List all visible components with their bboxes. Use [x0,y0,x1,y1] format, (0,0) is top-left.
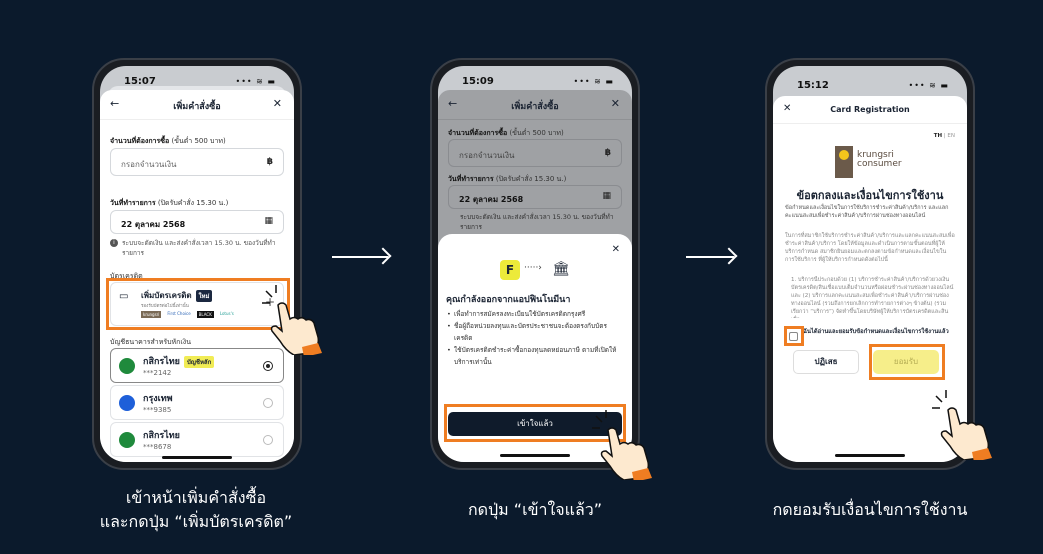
tap-hand-icon [262,285,322,355]
credit-card-icon: ▭ [119,291,129,302]
radio[interactable] [263,435,273,445]
language-switch[interactable]: TH | EN [933,133,955,139]
decline-button[interactable]: ปฏิเสธ [793,350,859,374]
date-input[interactable]: 22 ตุลาคม 2568▦ [110,210,284,234]
status-time: 15:07 [124,76,156,87]
kasikorn-logo-icon [119,358,135,374]
terms-item-1[interactable]: 1. บริการนี้ประกอบด้วย (1) บริการชำระค่า… [791,277,954,318]
next-arrow-icon [686,256,734,258]
date-label: วันที่ทำรายการ (ปิดรับคำสั่ง 15.30 น.) [110,199,229,207]
order-sheet: ← เพิ่มคำสั่งซื้อ ✕ จำนวนที่ต้องการซื้อ … [100,90,294,462]
tap-hand-icon [932,390,992,460]
phone-step-1: 15:07 ••• ≋ ▬ ← เพิ่มคำสั่งซื้อ ✕ จำนวนท… [92,58,302,470]
close-icon[interactable]: ✕ [783,103,792,114]
close-icon[interactable]: ✕ [272,97,282,110]
tap-hand-icon [592,410,652,480]
back-icon[interactable]: ← [110,97,120,110]
home-indicator [162,456,232,459]
screen: 15:09 ••• ≋ ▬ ←เพิ่มคำสั่งซื้อ✕ จำนวนที่… [438,66,632,462]
leave-app-modal: ✕ F ·····› 🏛 คุณกำลังออกจากแอปฟินโนมีนา … [438,234,632,462]
modal-title: คุณกำลังออกจากแอปฟินโนมีนา [446,295,571,305]
consent-checkbox[interactable] [789,332,798,341]
status-icons: ••• ≋ ▬ [573,77,614,86]
terms-paragraph: ในการที่สมาชิกใช้บริการชำระค่าสินค้า/บริ… [785,233,955,263]
baht-icon: ฿ [266,157,273,167]
radio[interactable] [263,398,273,408]
bank-account-item[interactable]: กรุงเทพ ***9385 [110,385,284,420]
status-time: 15:12 [797,80,829,91]
understand-button[interactable]: เข้าใจแล้ว [448,412,622,436]
amount-input[interactable]: กรอกจำนวนเงิน฿ [110,148,284,176]
new-badge: ใหม่ [195,289,213,302]
amount-label: จำนวนที่ต้องการซื้อ (ขั้นต่ำ 500 บาท) [110,137,226,145]
status-time: 15:09 [462,76,494,87]
phone-step-2: 15:09 ••• ≋ ▬ ←เพิ่มคำสั่งซื้อ✕ จำนวนที่… [430,58,640,470]
screen: 15:12 ••• ≋ ▬ ✕ Card Registration TH | E… [773,66,967,462]
terms-title: ข้อตกลงและเงื่อนไขการใช้งาน [796,189,944,202]
card-brands: krungsri First Choice BLACK Lotus's [141,311,234,318]
caption-step-1: เข้าหน้าเพิ่มคำสั่งซื้อและกดปุ่ม “เพิ่มบ… [99,488,293,531]
finnomena-logo-icon: F [500,260,520,280]
page-title: เพิ่มคำสั่งซื้อ [173,102,221,112]
add-credit-card-button[interactable]: ▭ เพิ่มบัตรเครดิตใหม่ รองรับบัตรต่อไปนี้… [110,282,284,326]
calendar-icon: ▦ [264,216,273,226]
bank-building-icon: 🏛 [552,261,570,277]
modal-bullets: เพื่อทำการสมัครลงทะเบียนใช้บัตรเครดิตกรุ… [446,308,624,368]
main-account-badge: บัญชีหลัก [183,355,215,368]
bank-account-item[interactable]: กสิกรไทยบัญชีหลัก ***2142 [110,348,284,383]
caption-step-3: กดยอมรับเงื่อนไขการใช้งาน [772,500,968,519]
terms-subtitle: ข้อกำหนดและเงื่อนไขในการใช้บริการชำระค่า… [785,205,949,219]
info-icon: i [110,239,118,247]
status-icons: ••• ≋ ▬ [908,81,949,90]
bank-account-item[interactable]: กสิกรไทย ***8678 [110,422,284,457]
consent-label: ฉันได้อ่านและยอมรับข้อกำหนดและเงื่อนไขกา… [803,329,949,335]
radio-selected[interactable] [263,361,273,371]
bank-section-label: บัญชีธนาคารสำหรับหักเงิน [110,338,191,346]
screen: 15:07 ••• ≋ ▬ ← เพิ่มคำสั่งซื้อ ✕ จำนวนท… [100,66,294,462]
close-icon[interactable]: ✕ [611,244,620,255]
credit-section-label: บัตรเครดิต [110,272,143,280]
accept-button[interactable]: ยอมรับ [873,350,939,374]
phone-step-3: 15:12 ••• ≋ ▬ ✕ Card Registration TH | E… [765,58,975,470]
dotted-arrow-icon: ·····› [524,263,542,273]
add-card-label: เพิ่มบัตรเครดิตใหม่ [141,289,213,302]
lang-th: TH [933,133,943,139]
bangkok-bank-logo-icon [119,395,135,411]
lang-en: EN [947,133,955,139]
kasikorn-logo-icon [119,432,135,448]
home-indicator [500,454,570,457]
next-arrow-icon [332,256,388,258]
plus-icon: + [264,295,275,309]
status-icons: ••• ≋ ▬ [235,77,276,86]
caption-step-2: กดปุ่ม “เข้าใจแล้ว” [467,500,603,519]
krungsri-logo-icon [835,146,853,178]
home-indicator [835,454,905,457]
